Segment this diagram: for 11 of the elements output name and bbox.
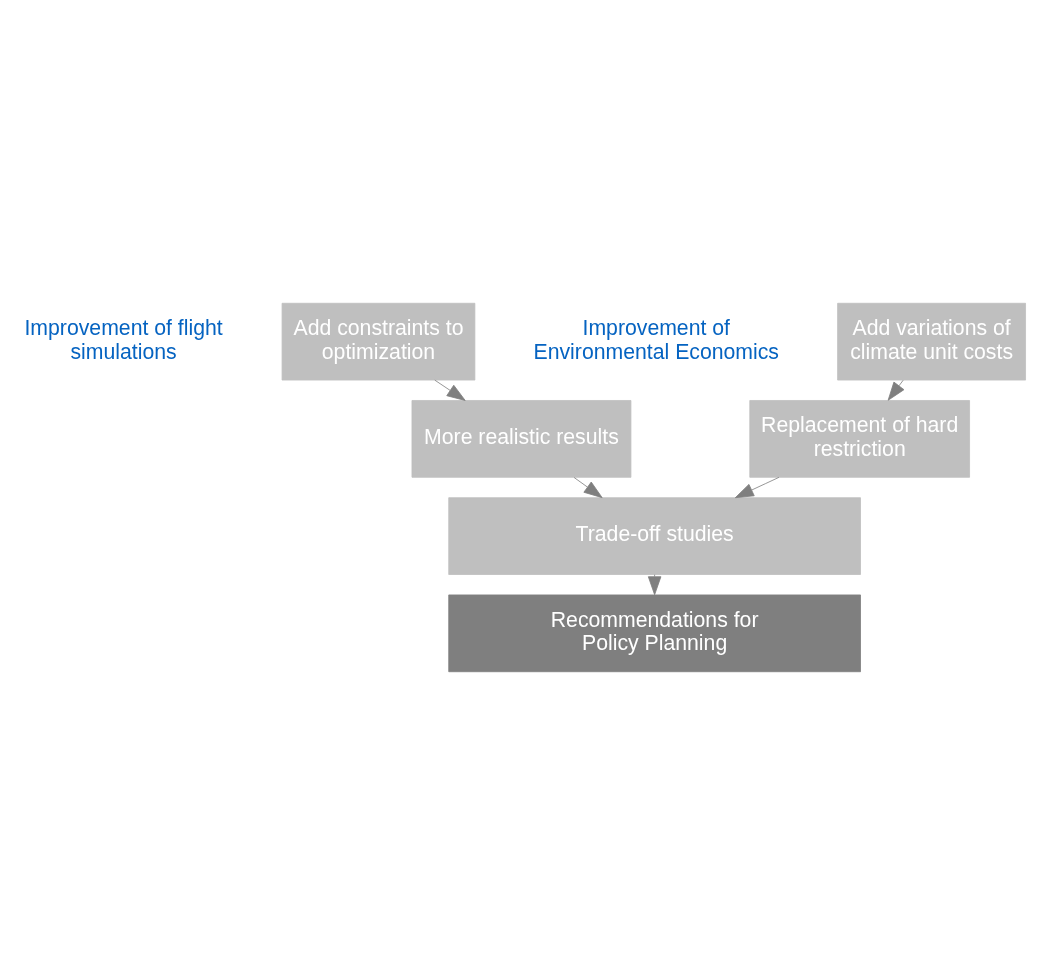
label: Improvement of flight simulations xyxy=(24,315,223,364)
arrow xyxy=(887,379,905,401)
node-box: Add variations of climate unit costs xyxy=(837,302,1026,381)
arrow xyxy=(734,476,780,499)
arrow xyxy=(573,477,603,499)
node-box: Recommendations for Policy Planning xyxy=(448,594,861,673)
node-box: Add constraints to optimization xyxy=(281,302,476,381)
label: Improvement of Environmental Economics xyxy=(533,315,779,364)
node-box: Replacement of hard restriction xyxy=(749,400,970,478)
arrow xyxy=(434,379,466,401)
node-box: More realistic results xyxy=(411,400,632,478)
